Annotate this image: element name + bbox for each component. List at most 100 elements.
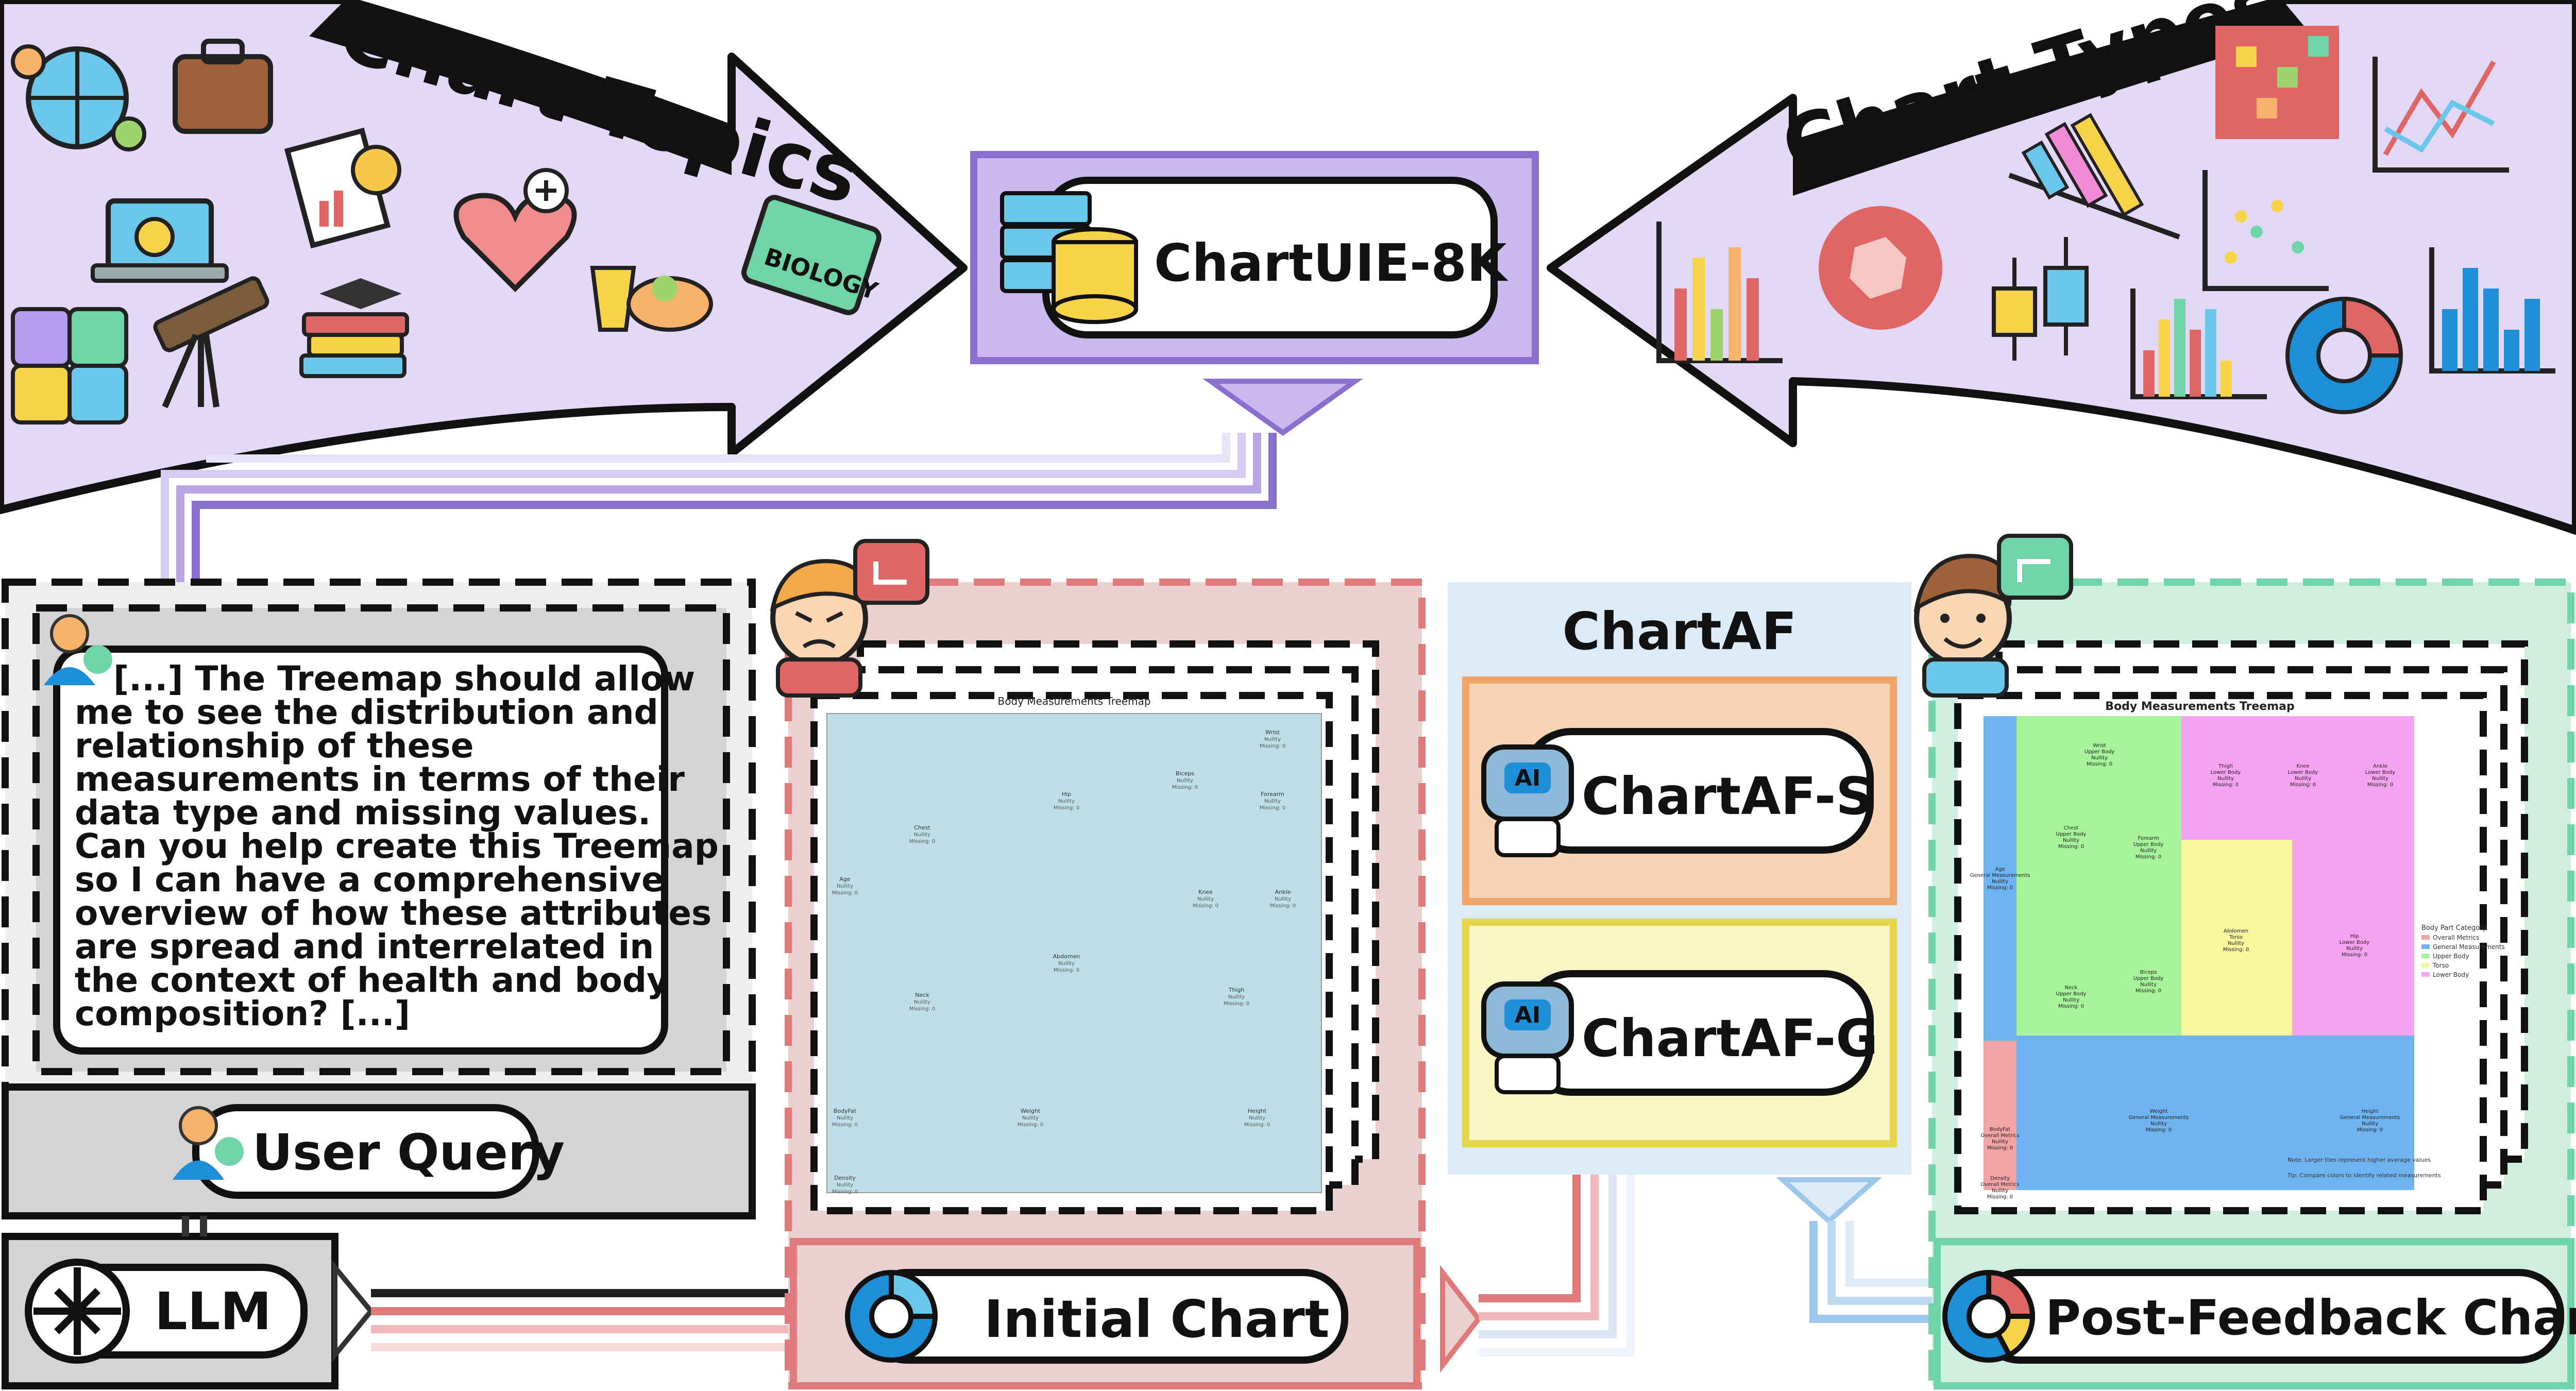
treemap-cell-label: Missing: 0 [2058,844,2084,850]
treemap-cell-label: Nullity [2063,838,2079,843]
treemap-cell-label: Nullity [2150,1121,2167,1127]
user-query-panel: [...] The Treemap should allow me to see… [2,579,756,1219]
donut-chart-icon [1942,1269,2036,1363]
initial-preview-label: Forearm [1261,791,1284,798]
query-line: so I can have a comprehensive [75,860,665,900]
initial-preview-label: Neck [915,992,929,998]
treemap-cell-label: Missing: 0 [2087,761,2112,767]
treemap-cell-label: Hip [2350,934,2359,939]
initial-preview-label: Chest [914,824,930,831]
treemap-cell-label: Missing: 0 [2136,854,2161,860]
dataset-label: ChartUIE-8K [1154,233,1509,293]
treemap-cell-label: Missing: 0 [1987,1194,2013,1200]
legend-item: Torso [2432,962,2449,969]
treemap-tile-hip [2292,840,2414,1036]
initial-preview-label: Biceps [1176,770,1194,777]
treemap-cell-label: Chest [2064,825,2079,831]
3d-bar-chart-icon [2008,113,2180,240]
chartaf-to-post-connector [1775,1177,1932,1323]
initial-preview-sublabel: Missing: 0 [832,1122,858,1128]
box-plot-icon [1992,237,2089,361]
bar-chart-icon [1656,222,1783,363]
initial-preview-sublabel: Nullity [914,999,930,1005]
treemap-tile-upper [2016,716,2181,1036]
treemap-cell-label: Torso [2229,935,2243,940]
media-apps-icon [11,307,128,425]
initial-preview-sublabel: Missing: 0 [1018,1122,1043,1128]
initial-preview-label: Ankle [1275,889,1291,895]
donut-chart-icon [845,1269,938,1363]
initial-preview-label: Age [839,876,851,883]
map-chart-icon [1819,206,1942,330]
treemap-cell-label: Upper Body [2084,749,2115,755]
initial-preview-sublabel: Nullity [1058,799,1075,804]
treemap-cell-label: Biceps [2140,970,2157,975]
treemap-cell-label: Abdomen [2224,928,2248,934]
initial-preview-sublabel: Missing: 0 [1260,805,1285,811]
treemap-cell-label: Missing: 0 [2367,782,2393,788]
query-line: overview of how these attributes [75,893,711,933]
initial-preview-label: BodyFat [834,1108,857,1114]
treemap-cell-label: Neck [2065,985,2078,991]
treemap-cell-label: Nullity [2140,982,2157,988]
treemap-cell-label: Nullity [1992,1188,2008,1194]
treemap-cell-label: Missing: 0 [1987,1145,2013,1151]
openai-logo-icon [25,1259,130,1364]
treemap-legend: Body Part Category Overall Metrics Gener… [2421,924,2505,978]
treemap-cell-label: Upper Body [2056,991,2087,997]
user-query-text: [...] The Treemap should allow me to see… [75,659,719,1033]
treemap-tile-weight-height [2016,1036,2414,1190]
initial-preview-sublabel: Missing: 0 [832,1189,858,1195]
initial-preview-sublabel: Missing: 0 [832,890,858,896]
robot-icon: AI [1481,981,1574,1094]
treemap-cell-label: Nullity [1992,879,2008,885]
chartaf-panel: ChartAF AI ChartAF-S AI ChartAF-G [1448,582,1911,1175]
column-chart-icon [2429,247,2555,374]
user-query-label: User Query [252,1124,565,1181]
robot-icon: AI [1481,744,1574,857]
treemap-cell-label: Missing: 0 [2290,782,2316,788]
llm-block: LLM [2,1216,338,1389]
treemap-cell-label: Nullity [2063,997,2079,1003]
treemap-cell-label: Ankle [2373,764,2387,769]
dataset-to-query-connector [161,379,1363,582]
line-chart-icon [2372,57,2509,173]
treemap-cell-label: Forearm [2138,836,2159,841]
query-line: measurements in terms of their [75,759,685,799]
treemap-cell-label: Upper Body [2133,842,2164,847]
treemap-tile-lower-top [2181,716,2414,840]
legend-title: Body Part Category [2421,924,2486,932]
initial-preview-sublabel: Nullity [1275,896,1291,902]
initial-preview-label: Hip [1062,791,1071,798]
treemap-cell-label: Nullity [2140,848,2157,854]
treemap-cell-label: General Measurements [2340,1115,2400,1121]
treemap-cell-label: Missing: 0 [2213,782,2239,788]
initial-preview-sublabel: Nullity [1264,799,1281,804]
initial-preview-sublabel: Missing: 0 [1172,785,1198,790]
initial-preview-sublabel: Nullity [1177,778,1193,784]
initial-preview-sublabel: Nullity [837,884,853,889]
initial-preview-label: Abdomen [1053,953,1080,960]
telescope-icon [153,276,269,409]
treemap-cell-label: Missing: 0 [2136,988,2161,994]
initial-preview-sublabel: Nullity [1058,961,1075,966]
treemap-cell-label: BodyFat [1990,1127,2010,1132]
initial-preview-label: Weight [1021,1108,1041,1114]
donut-chart-icon [2285,296,2403,414]
query-line: Can you help create this Treemap [75,826,719,866]
initial-preview-label: Height [1248,1108,1267,1114]
query-line: relationship of these [75,726,473,766]
initial-preview-sublabel: Missing: 0 [1270,903,1296,909]
treemap-cell-label: Missing: 0 [2223,947,2249,953]
treemap-cell-label: Lower Body [2288,770,2318,775]
treemap-cell-label: General Measurements [2129,1115,2189,1121]
query-line: composition? [...] [75,994,410,1033]
chartaf-title: ChartAF [1563,601,1797,661]
treemap-cell-label: Nullity [2362,1121,2378,1127]
initial-chart-label: Initial Chart [984,1289,1330,1349]
treemap-cell-label: Overall Metrics [1980,1182,2019,1188]
laptop-gears-icon [91,198,229,283]
treemap-cell-label: Knee [2296,764,2309,769]
